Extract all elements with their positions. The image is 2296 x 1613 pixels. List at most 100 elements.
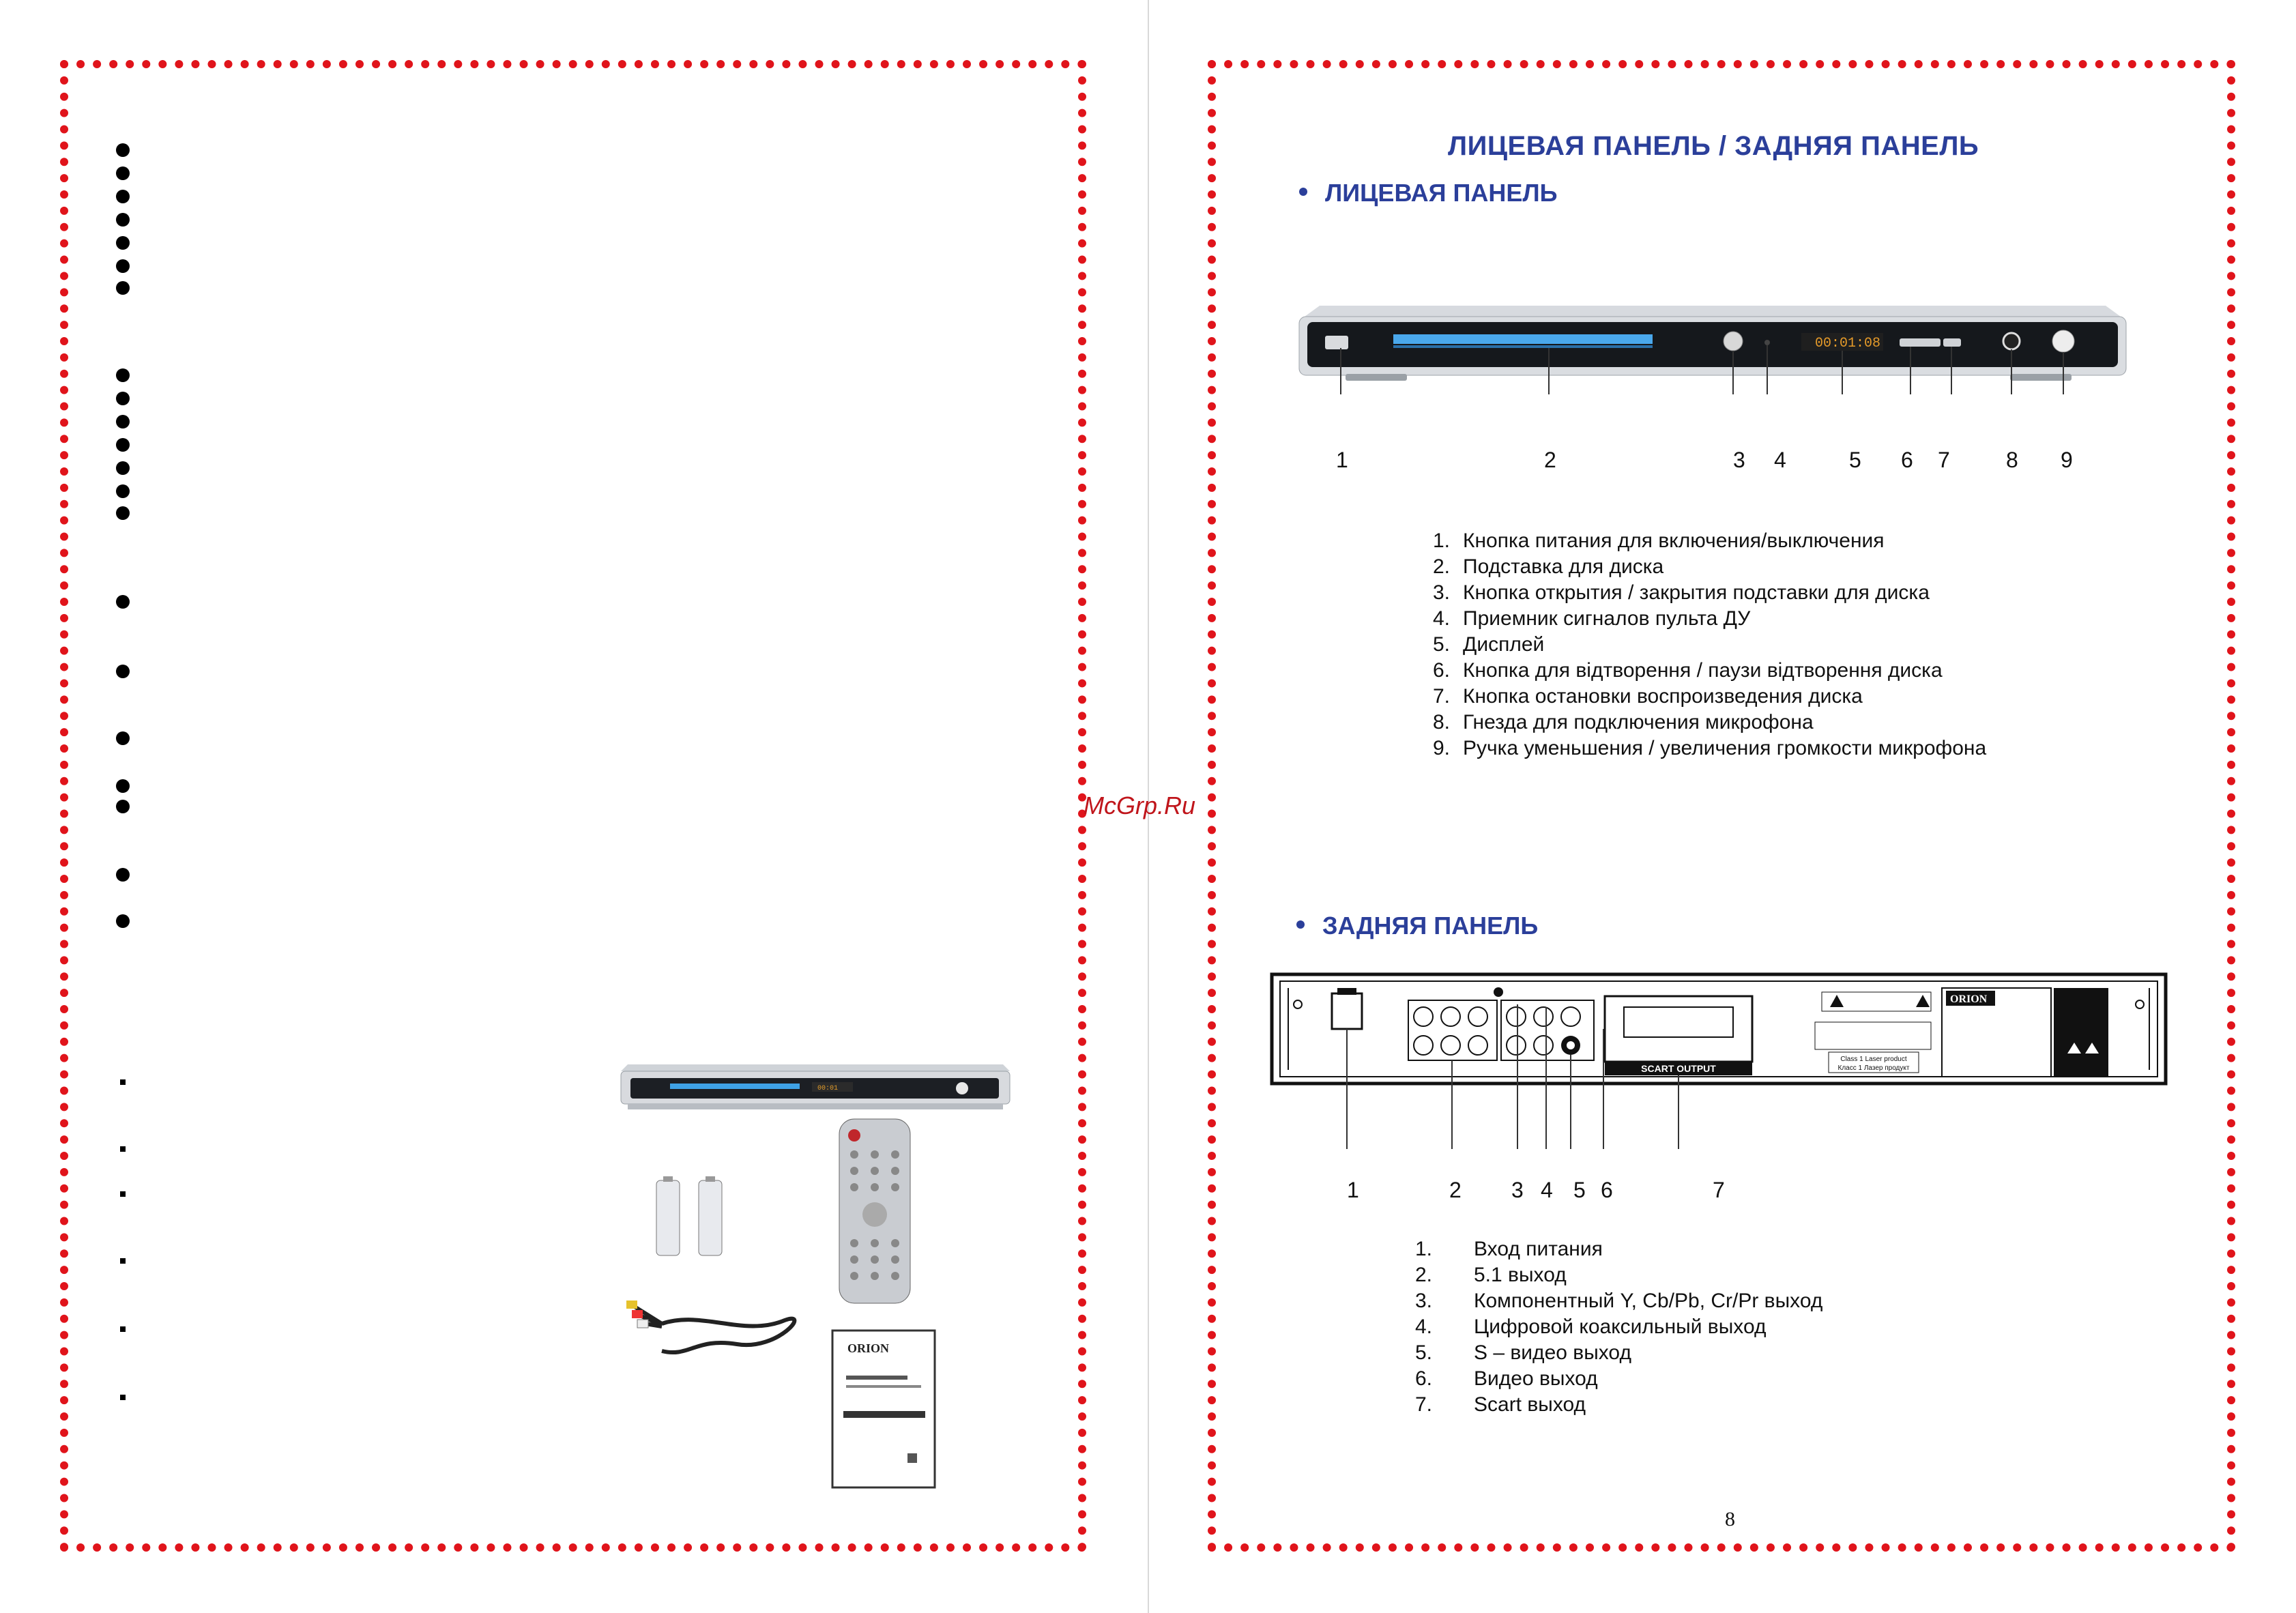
power-button	[1325, 336, 1348, 349]
item-number: 6.	[1433, 659, 1451, 682]
callout-number: 3	[1511, 1178, 1524, 1202]
list-square	[120, 1395, 126, 1400]
heading-bullet	[1296, 920, 1305, 929]
item-number: 2.	[1433, 555, 1451, 578]
list-bullet	[116, 506, 130, 520]
callout-number: 1	[1336, 448, 1348, 472]
list-item: 7. Scart выход	[1415, 1392, 1822, 1418]
item-number: 1.	[1433, 529, 1451, 552]
remote-sensor	[1764, 340, 1770, 345]
watermark: McGrp.Ru	[1084, 791, 1196, 819]
callout-number: 8	[2006, 448, 2018, 472]
list-item: 4. Приемник сигналов пульта ДУ	[1433, 606, 1986, 632]
item-number: 7.	[1433, 685, 1451, 708]
batteries	[656, 1176, 723, 1256]
item-number: 8.	[1433, 711, 1451, 733]
front-panel-heading-text: ЛИЦЕВАЯ ПАНЕЛЬ	[1325, 179, 1558, 207]
av-cable	[633, 1305, 797, 1355]
callout-number: 6	[1901, 448, 1913, 472]
list-bullet	[116, 914, 130, 928]
list-item: 2. Подставка для диска	[1433, 554, 1986, 580]
item-text: 5.1 выход	[1474, 1264, 1567, 1286]
heading-bullet	[1299, 188, 1307, 197]
manual-brand: ORION	[847, 1341, 889, 1355]
list-bullet	[116, 665, 130, 678]
play-pause-button	[1900, 338, 1941, 347]
callout-number: 4	[1774, 448, 1786, 472]
warning-label: Class 1 Laser product Класс 1 Лазер прод…	[1814, 991, 1932, 1073]
list-item: 1. Вход питания	[1415, 1236, 1822, 1262]
callout-number: 9	[2061, 448, 2073, 472]
display-readout: 00:01:08	[1815, 336, 1880, 351]
list-bullet	[116, 438, 130, 452]
rear-panel-list: 1. Вход питания 2.5.1 выход 3. Компонентны…	[1415, 1236, 1822, 1418]
item-text: Scart выход	[1474, 1393, 1586, 1416]
list-square	[120, 1079, 126, 1085]
item-text: Цифровой коаксильный выход	[1474, 1316, 1767, 1338]
av-cable-plugs	[626, 1300, 649, 1328]
rear-panel-heading-text: ЗАДНЯЯ ПАНЕЛЬ	[1322, 912, 1539, 940]
item-text: S – видео выход	[1474, 1341, 1631, 1364]
scart-output: SCART OUTPUT	[1603, 995, 1754, 1075]
callout-number: 5	[1573, 1178, 1586, 1202]
item-number: 4.	[1433, 607, 1451, 630]
item-number: 3.	[1433, 581, 1451, 604]
item-text: Компонентный Y, Cb/Pb, Cr/Pr выход	[1474, 1290, 1823, 1312]
item-number: 6.	[1415, 1367, 1433, 1390]
item-text: Кнопка остановки воспроизведения диска	[1463, 685, 1863, 708]
list-item: 9.Ручка уменьшения / увеличения громкост…	[1433, 736, 1986, 761]
item-text: Кнопка для відтворення / паузи відтворен…	[1463, 659, 1943, 682]
list-bullet	[116, 800, 130, 813]
item-text: Приемник сигналов пульта ДУ	[1463, 607, 1751, 630]
list-bullet	[116, 259, 130, 273]
item-number: 3.	[1415, 1290, 1433, 1312]
s-video-output	[1561, 1036, 1580, 1055]
list-item: 4.Цифровой коаксильный выход	[1415, 1314, 1822, 1340]
item-number: 1.	[1415, 1238, 1433, 1260]
display-panel	[1801, 333, 1883, 351]
item-number: 5.	[1415, 1341, 1433, 1364]
list-bullet	[116, 461, 130, 475]
page-number: 8	[1725, 1508, 1735, 1530]
laser-label-1: Class 1 Laser product	[1840, 1056, 1906, 1063]
item-text: Подставка для диска	[1463, 555, 1664, 578]
item-text: Гнезда для подключения микрофона	[1463, 711, 1814, 733]
list-item: 5. S – видео выход	[1415, 1340, 1822, 1366]
list-bullet	[116, 392, 130, 405]
item-number: 5.	[1433, 633, 1451, 656]
list-bullet	[116, 779, 130, 793]
front-panel-list: 1. Кнопка питания для включения/выключени…	[1433, 528, 1986, 761]
front-callout-row: 1 2 3 4 5 6 7 8 9	[0, 448, 2296, 475]
disc-tray	[1393, 334, 1653, 344]
rear-brand: ORION	[1950, 993, 1988, 1005]
rear-panel-illustration: SCART OUTPUT Class 1 Laser product Класс…	[1270, 972, 2168, 1149]
component-video-outputs	[1500, 1000, 1595, 1061]
callout-number: 1	[1347, 1178, 1359, 1202]
list-item: 3. Компонентный Y, Cb/Pb, Cr/Pr выход	[1415, 1288, 1822, 1314]
list-item: 7. Кнопка остановки воспроизведения диска	[1433, 684, 1986, 710]
list-square	[120, 1191, 126, 1197]
rear-panel-heading: ЗАДНЯЯ ПАНЕЛЬ	[1296, 912, 1538, 940]
item-text: Кнопка питания для включения/выключения	[1463, 529, 1885, 552]
list-item: 5. Дисплей	[1433, 632, 1986, 658]
dvd-player-small: 00:01	[620, 1064, 1011, 1109]
list-item: 8. Гнезда для подключения микрофона	[1433, 710, 1986, 736]
list-item: 2.5.1 выход	[1415, 1262, 1822, 1288]
callout-number: 2	[1449, 1178, 1462, 1202]
item-text: Вход питания	[1474, 1238, 1603, 1260]
list-item: 1. Кнопка питания для включения/выключени…	[1433, 528, 1986, 554]
rating-plate: ORION	[1941, 987, 2108, 1077]
list-bullet	[116, 595, 130, 609]
callout-number: 5	[1849, 448, 1861, 472]
list-square	[120, 1326, 126, 1332]
item-number: 7.	[1415, 1393, 1433, 1416]
callout-number: 6	[1601, 1178, 1613, 1202]
list-bullet	[116, 143, 130, 157]
list-item: 6. Кнопка для відтворення / паузи відтвор…	[1433, 658, 1986, 684]
svg-text:00:01: 00:01	[817, 1085, 838, 1092]
open-close-button	[1723, 331, 1743, 351]
item-text: Дисплей	[1463, 633, 1545, 656]
list-item: 6.Видео выход	[1415, 1366, 1822, 1392]
callout-number: 2	[1544, 448, 1556, 472]
front-panel-illustration: 00:01:08	[1298, 306, 2127, 394]
